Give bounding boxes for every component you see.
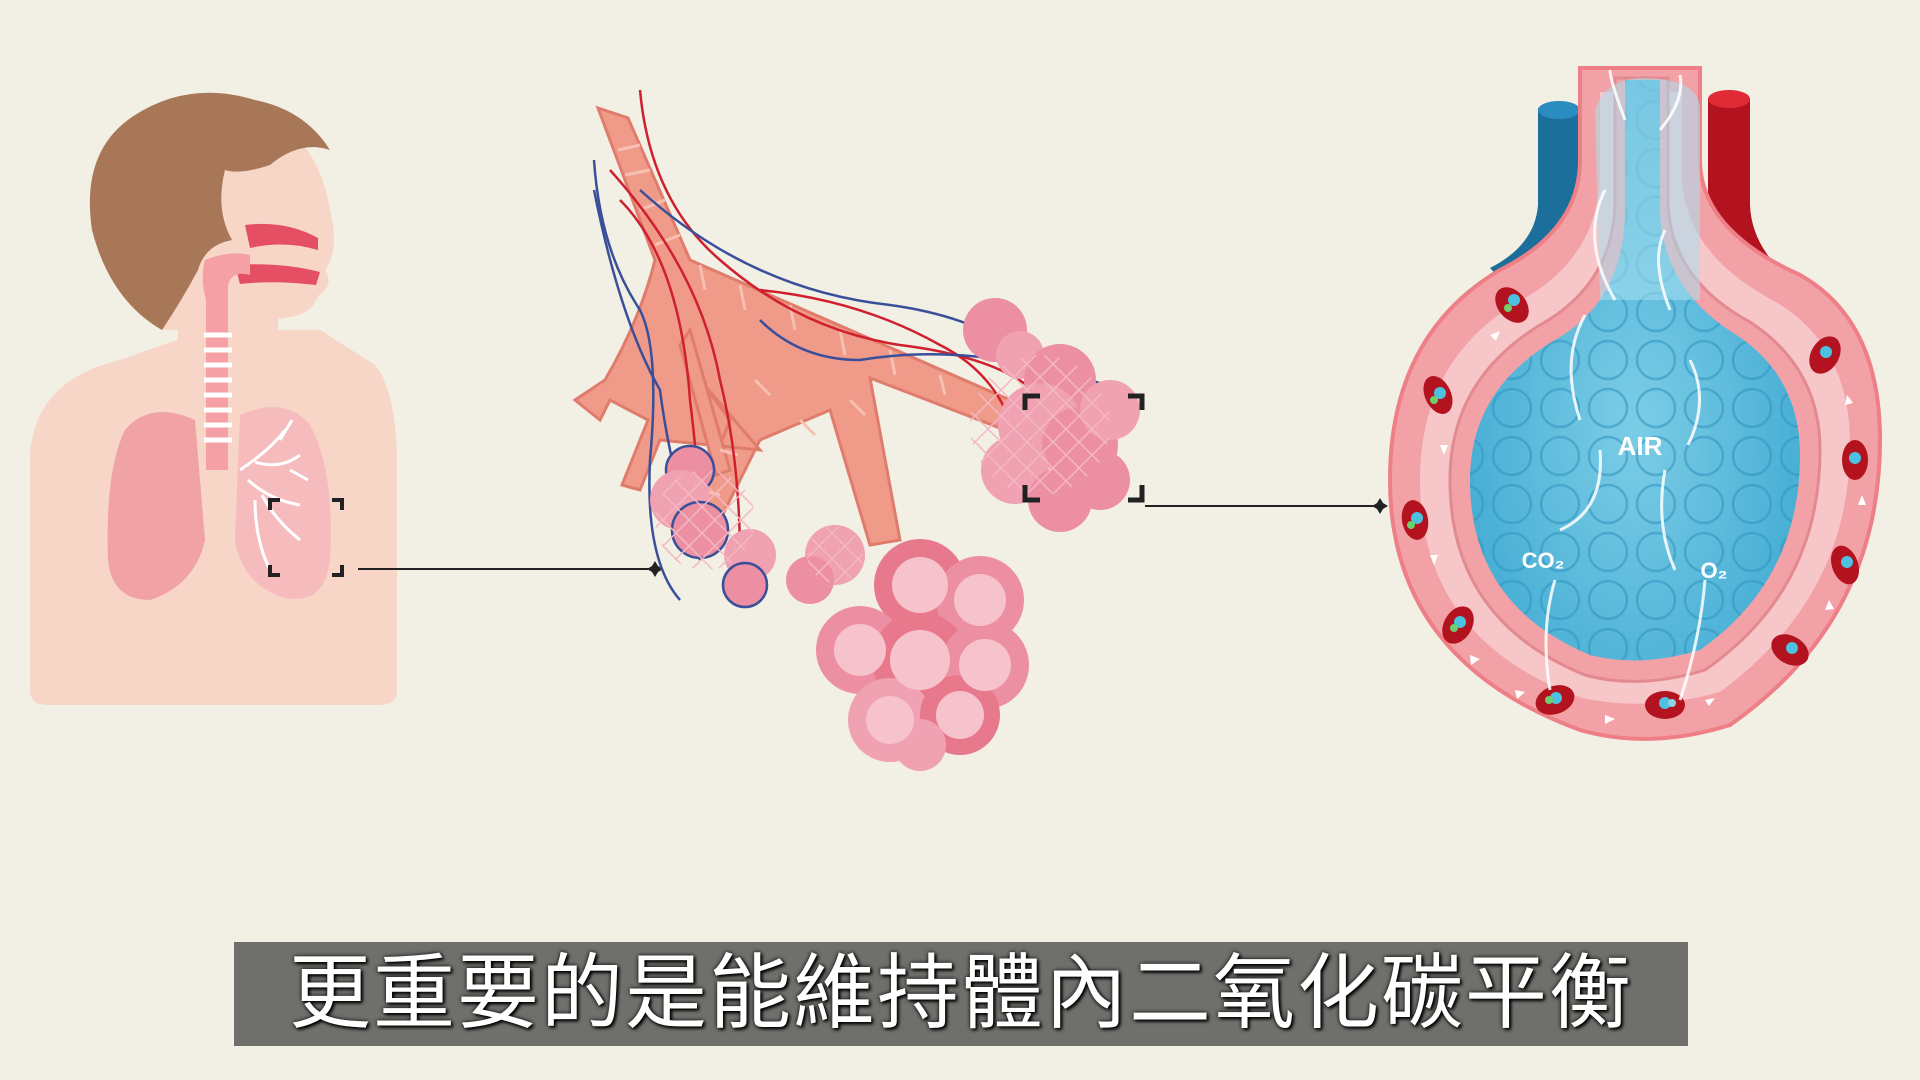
air-flow-arrows [1544,69,1707,701]
focus-bracket-small [268,498,344,577]
alveoli-cluster-bottom [816,539,1029,771]
alveoli-cluster-middle [786,525,865,604]
bronchi-illustration [572,89,1145,771]
alveoli-cluster-top [963,298,1140,532]
airway-branches [572,105,1012,547]
vein-opening [1538,101,1580,119]
label-air: AIR [1618,431,1663,461]
focus-bracket-large [1022,393,1145,503]
human-figure [30,92,397,705]
nasal-cavity [235,223,320,285]
artery-opening [1708,90,1750,108]
trachea [202,253,250,470]
connector-star-1 [647,561,663,577]
blood-flow-arrows [1430,331,1866,724]
alveolus-cross-section: AIR CO₂ O₂ [1387,66,1883,741]
subtitle-text: 更重要的是能維持體內二氧化碳平衡 [288,946,1633,1041]
trachea-rings [204,332,232,443]
airway-texture [617,143,947,497]
left-lung [107,412,205,600]
alveoli-cluster-left [650,444,776,609]
bronchial-tree [239,419,309,571]
label-o2: O₂ [1701,558,1728,583]
gas-molecules [1407,294,1861,709]
label-co2: CO₂ [1522,548,1565,573]
subtitle-bar: 更重要的是能維持體內二氧化碳平衡 [234,942,1688,1046]
hair [89,92,331,331]
connector-star-2 [1372,498,1388,514]
